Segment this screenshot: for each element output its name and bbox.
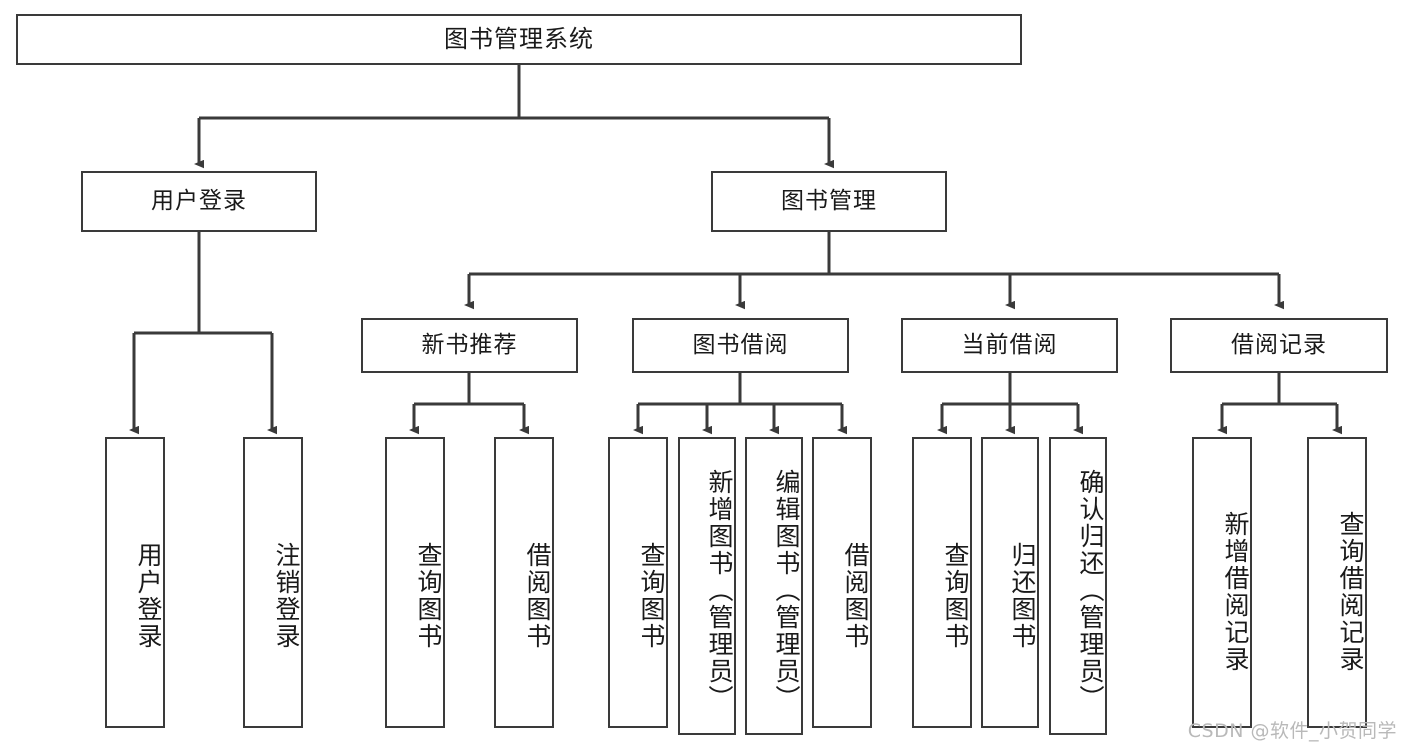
leaf-current-query-book[interactable]: 查询图书 bbox=[912, 437, 972, 728]
node-label: 注销登录 bbox=[272, 541, 301, 650]
node-label: 新增借阅记录 bbox=[1221, 510, 1250, 673]
node-label: 借阅图书 bbox=[523, 541, 552, 650]
node-label: 图书借阅 bbox=[692, 331, 789, 358]
leaf-borrow-borrow-book[interactable]: 借阅图书 bbox=[812, 437, 872, 728]
leaf-borrow-add-book-admin[interactable]: 新增图书（管理员） bbox=[678, 437, 736, 735]
node-label: 用户登录 bbox=[134, 541, 163, 650]
node-label: 查询图书 bbox=[941, 541, 970, 650]
node-label: 归还图书 bbox=[1008, 541, 1037, 650]
leaf-user-logout[interactable]: 注销登录 bbox=[243, 437, 303, 728]
leaf-borrow-edit-book-admin[interactable]: 编辑图书（管理员） bbox=[745, 437, 803, 735]
leaf-records-query-record[interactable]: 查询借阅记录 bbox=[1307, 437, 1367, 728]
leaf-borrow-query-book[interactable]: 查询图书 bbox=[608, 437, 668, 728]
node-label: 借阅记录 bbox=[1231, 331, 1327, 358]
node-label: 当前借阅 bbox=[961, 331, 1058, 358]
leaf-current-confirm-return-admin[interactable]: 确认归还（管理员） bbox=[1049, 437, 1107, 735]
node-label: 图书管理 bbox=[781, 187, 877, 214]
leaf-user-login[interactable]: 用户登录 bbox=[105, 437, 165, 728]
leaf-records-add-record[interactable]: 新增借阅记录 bbox=[1192, 437, 1252, 728]
node-book-management[interactable]: 图书管理 bbox=[711, 171, 947, 232]
node-book-borrow[interactable]: 图书借阅 bbox=[632, 318, 849, 373]
node-label: 查询借阅记录 bbox=[1336, 510, 1365, 673]
node-label: 图书管理系统 bbox=[444, 25, 594, 54]
node-label: 编辑图书（管理员） bbox=[772, 468, 801, 712]
node-label: 确认归还（管理员） bbox=[1076, 468, 1105, 712]
csdn-watermark: CSDN @软件_小贺同学 bbox=[1187, 720, 1397, 742]
node-label: 用户登录 bbox=[151, 187, 247, 214]
node-label: 新增图书（管理员） bbox=[705, 468, 734, 712]
node-label: 借阅图书 bbox=[841, 541, 870, 650]
node-user-login[interactable]: 用户登录 bbox=[81, 171, 317, 232]
node-label: 查询图书 bbox=[637, 541, 666, 650]
node-root-system[interactable]: 图书管理系统 bbox=[16, 14, 1022, 65]
node-label: 查询图书 bbox=[414, 541, 443, 650]
leaf-current-return-book[interactable]: 归还图书 bbox=[981, 437, 1039, 728]
node-new-book-recommend[interactable]: 新书推荐 bbox=[361, 318, 578, 373]
node-borrow-records[interactable]: 借阅记录 bbox=[1170, 318, 1388, 373]
node-current-borrow[interactable]: 当前借阅 bbox=[901, 318, 1118, 373]
leaf-new-book-query[interactable]: 查询图书 bbox=[385, 437, 445, 728]
node-label: 新书推荐 bbox=[421, 331, 518, 358]
leaf-new-book-borrow[interactable]: 借阅图书 bbox=[494, 437, 554, 728]
